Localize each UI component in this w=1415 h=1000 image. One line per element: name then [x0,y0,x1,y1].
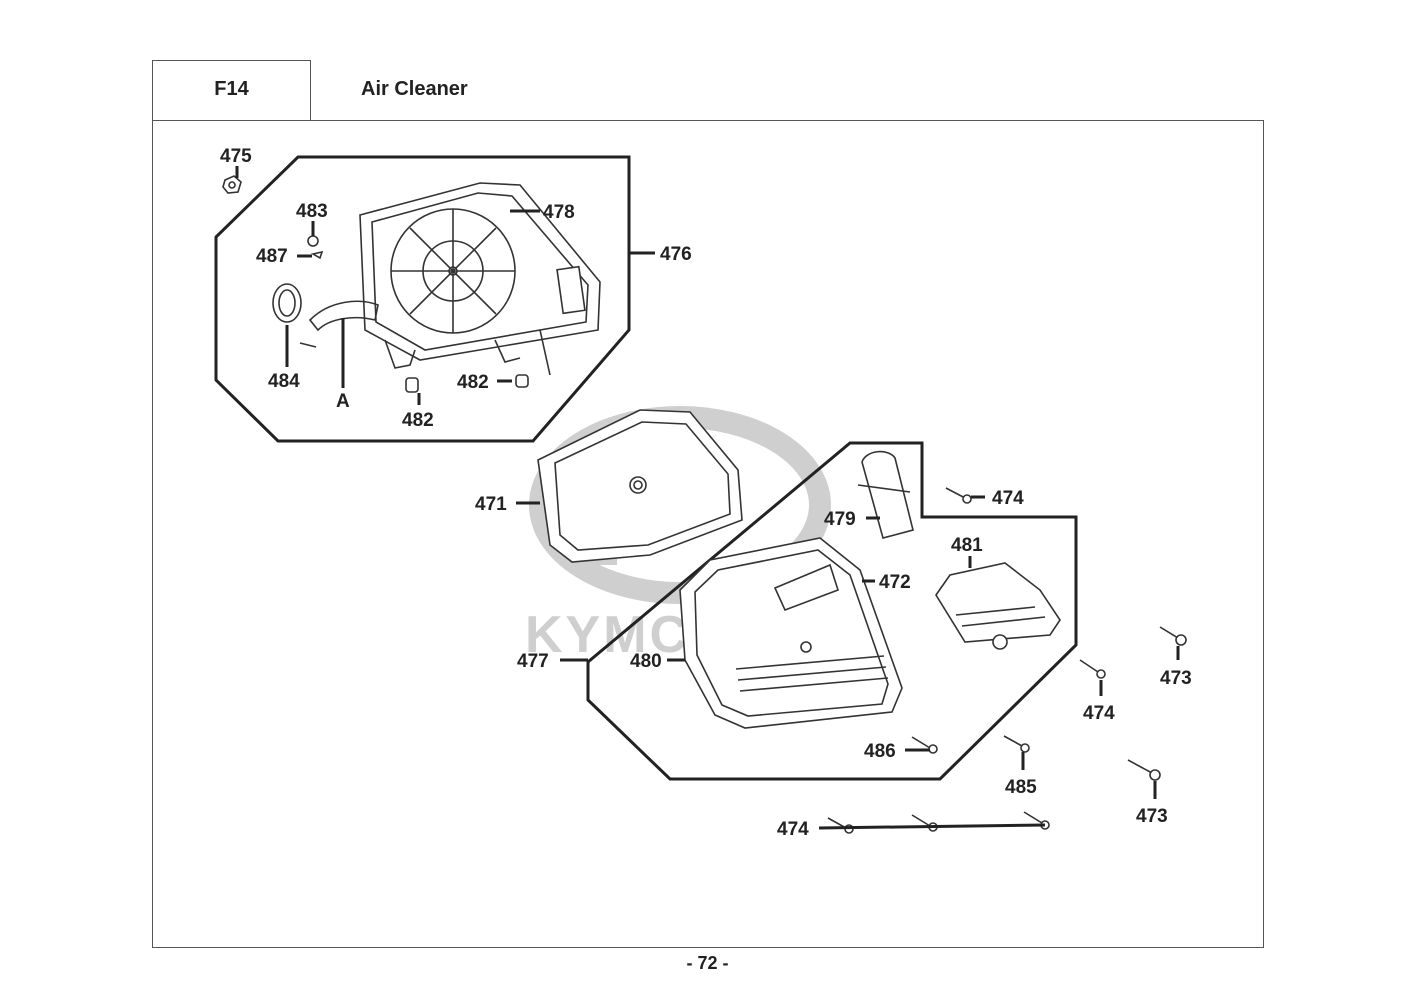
screw-486 [911,736,938,754]
callout-480: 480 [630,651,662,672]
leader-lines [235,166,1180,830]
callout-481: 481 [951,535,983,556]
screw-473-b [1127,759,1161,781]
air-cleaner-case-478 [308,182,601,376]
callout-482-bottom: 482 [402,410,434,431]
clip-483 [307,235,319,247]
group-476-outline [214,155,631,443]
group-477-outline [586,441,1078,781]
callout-486: 486 [864,741,896,762]
callout-484: 484 [268,371,300,392]
callout-474-right: 474 [1083,703,1115,724]
callout-478: 478 [543,202,575,223]
screw-485 [1003,735,1030,753]
callout-472: 472 [879,572,911,593]
duct-479 [857,450,914,539]
pin-487 [310,250,324,260]
collar-482 [405,374,529,393]
screw-474-a [945,487,972,504]
section-code: F14 [214,78,249,100]
callout-473-upper: 473 [1160,668,1192,689]
screw-474-c [827,811,1050,834]
air-cleaner-cover-480 [679,537,903,729]
page-title: Air Cleaner [361,78,468,100]
callout-476: 476 [660,244,692,265]
callout-477: 477 [517,651,549,672]
header-divider [310,60,311,121]
callout-487: 487 [256,246,288,267]
diagram-frame [152,120,1264,948]
callout-482-right: 482 [457,372,489,393]
page-number: - 72 - [686,953,729,973]
screw-473-a [1159,626,1187,646]
filter-element-471 [537,409,743,563]
callout-479: 479 [824,509,856,530]
nut-475 [222,175,242,194]
callout-a: A [336,391,350,412]
callout-485: 485 [1005,777,1037,798]
clamp-484 [272,283,317,348]
callout-474-bottom: 474 [777,819,809,840]
callout-474-top: 474 [992,488,1024,509]
callout-471: 471 [475,494,507,515]
callout-475: 475 [220,146,252,167]
callout-483: 483 [296,201,328,222]
callout-473-lower: 473 [1136,806,1168,827]
screw-474-b [1079,659,1106,679]
cover-plate-481 [935,562,1061,650]
